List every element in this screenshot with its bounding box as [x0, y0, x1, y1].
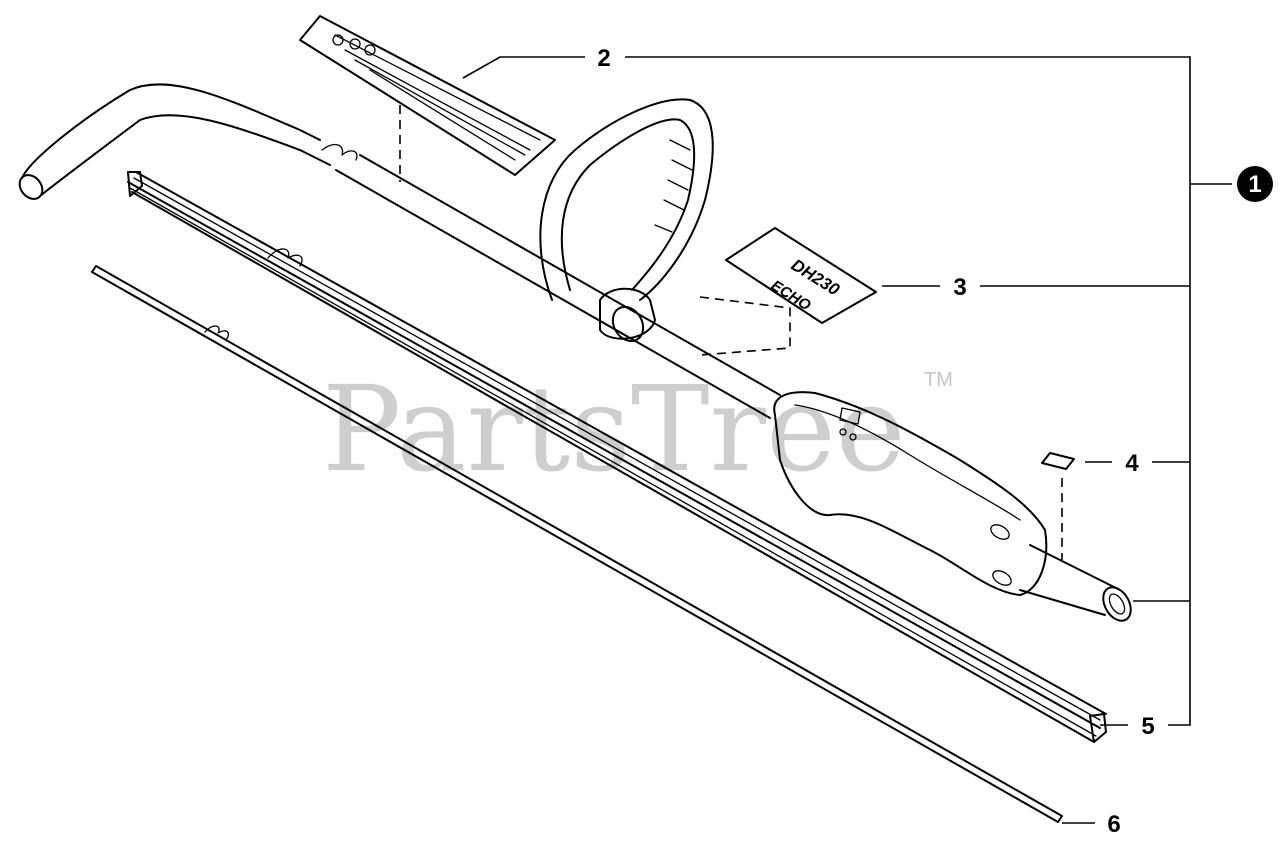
callout-6[interactable]: 6	[1107, 811, 1120, 838]
callout-leaders	[462, 56, 1232, 824]
callout-3[interactable]: 3	[953, 274, 966, 301]
callout-5[interactable]: 5	[1141, 713, 1154, 740]
shaft-assembly-drawing[interactable]	[15, 83, 1136, 625]
warning-label-drawing[interactable]	[299, 15, 556, 182]
watermark-tm: TM	[924, 369, 953, 391]
callout-2[interactable]: 2	[597, 45, 610, 72]
brand-decal-drawing[interactable]: DH230 ECHO	[699, 227, 877, 356]
callout-1-label: 1	[1248, 171, 1261, 198]
callout-1-badge	[1237, 166, 1273, 202]
shaft-housing-drawing[interactable]	[127, 171, 1107, 743]
callout-1[interactable]: 1	[1237, 166, 1273, 202]
drive-shaft-drawing[interactable]	[91, 265, 1063, 823]
callout-4[interactable]: 4	[1125, 450, 1139, 477]
watermark: PartsTree TM	[322, 360, 953, 498]
small-label-drawing[interactable]	[1041, 452, 1075, 560]
watermark-text: PartsTree	[322, 360, 906, 498]
